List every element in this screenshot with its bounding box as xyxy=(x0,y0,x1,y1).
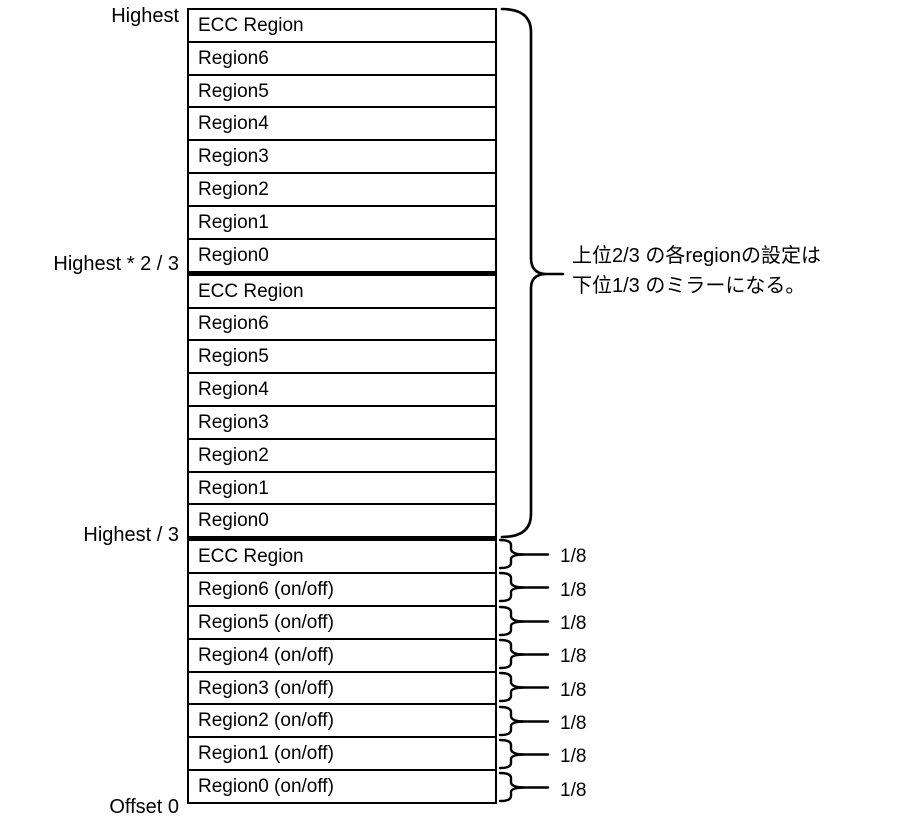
fraction-label: 1/8 xyxy=(560,613,587,634)
region-row: Region5 xyxy=(189,76,495,109)
region-row: Region2 (on/off) xyxy=(189,705,495,739)
region-row: Region0 xyxy=(198,510,269,532)
mirror-annotation-line2: 下位1/3 のミラーになる。 xyxy=(572,275,806,297)
label-highest: Highest xyxy=(111,5,179,27)
label-highest-2-3: Highest * 2 / 3 xyxy=(53,253,179,275)
label-highest-1-3: Highest / 3 xyxy=(83,524,179,546)
region-row: Region0 (on/off) xyxy=(198,776,334,798)
region-row: Region6 xyxy=(189,43,495,76)
region-row: Region2 xyxy=(189,440,495,473)
region-row: Region3 (on/off) xyxy=(189,673,495,706)
region-row: Region4 xyxy=(189,374,495,407)
region-row: Region3 xyxy=(189,141,495,175)
fraction-label: 1/8 xyxy=(560,780,587,801)
fraction-label: 1/8 xyxy=(560,546,587,567)
curly-brace-eighth-icon xyxy=(498,705,550,737)
region-row: Region5 xyxy=(189,341,495,375)
fraction-label: 1/8 xyxy=(560,580,587,601)
region-row: Region1 (on/off) xyxy=(189,738,495,772)
curly-brace-eighth-icon xyxy=(498,571,550,603)
curly-brace-eighth-icon xyxy=(498,538,550,570)
region-row: Region6 xyxy=(189,309,495,342)
region-row: ECC Region xyxy=(189,10,495,43)
region-row: Region0 xyxy=(198,244,269,266)
fraction-label: 1/8 xyxy=(560,713,587,734)
label-offset-0: Offset 0 xyxy=(109,796,179,818)
region-row: Region1 xyxy=(189,473,495,506)
mirror-annotation: 上位2/3 の各regionの設定は 下位1/3 のミラーになる。 xyxy=(572,241,821,301)
region-row: ECC Region xyxy=(189,276,495,309)
curly-brace-upper-two-thirds-icon xyxy=(500,7,565,539)
fraction-label: 1/8 xyxy=(560,746,587,767)
region-row: Region3 xyxy=(189,407,495,440)
section-lower-physical: ECC Region Region6 (on/off) Region5 (on/… xyxy=(189,541,495,802)
region-row: Region4 xyxy=(189,108,495,142)
curly-brace-eighth-icon xyxy=(498,638,550,670)
fraction-label: 1/8 xyxy=(560,646,587,667)
curly-brace-eighth-icon xyxy=(498,738,550,770)
memory-map-box: ECC Region Region6 Region5 Region4 Regio… xyxy=(187,8,497,804)
region-row: Region6 (on/off) xyxy=(189,574,495,607)
fraction-label: 1/8 xyxy=(560,680,587,701)
curly-brace-eighth-icon xyxy=(498,671,550,703)
region-row: Region5 (on/off) xyxy=(189,607,495,640)
region-row: Region4 (on/off) xyxy=(189,640,495,673)
region-row: Region1 xyxy=(189,207,495,240)
mirror-annotation-line1: 上位2/3 の各regionの設定は xyxy=(572,245,821,267)
section-upper-mirror-2: ECC Region Region6 Region5 Region4 Regio… xyxy=(189,10,495,276)
curly-brace-eighth-icon xyxy=(498,605,550,637)
region-row: Region2 xyxy=(189,174,495,207)
curly-brace-eighth-icon xyxy=(498,771,550,803)
region-row: ECC Region xyxy=(189,541,495,575)
section-upper-mirror-1: ECC Region Region6 Region5 Region4 Regio… xyxy=(189,276,495,542)
